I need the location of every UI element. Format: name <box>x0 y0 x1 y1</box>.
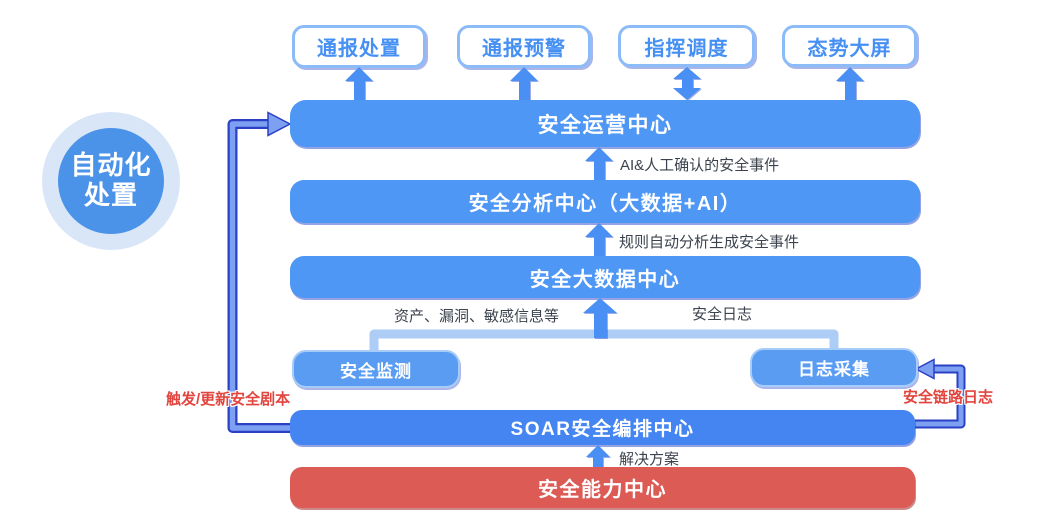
left-pipe-outline <box>227 119 290 433</box>
box-situation-screen: 态势大屏 <box>782 25 917 67</box>
bar-security-analysis-center: 安全分析中心（大数据+AI） <box>290 180 920 223</box>
bar-security-bigdata-center: 安全大数据中心 <box>290 256 920 298</box>
up-arrow-icon <box>510 67 538 100</box>
label-rule-event: 规则自动分析生成安全事件 <box>619 234 800 251</box>
up-arrow-icon <box>586 445 610 468</box>
bar-security-capability-center: 安全能力中心 <box>290 467 915 508</box>
up-arrow-icon <box>585 147 613 180</box>
label-asset-info: 资产、漏洞、敏感信息等 <box>394 308 560 325</box>
badge-line1: 自动化 <box>70 150 152 181</box>
bar-soar-center: SOAR安全编排中心 <box>290 410 915 445</box>
bar-security-operation-center: 安全运营中心 <box>290 100 920 147</box>
up-arrow-icon <box>836 67 864 100</box>
right-pipe-fill <box>915 366 964 427</box>
label-security-log: 安全日志 <box>692 306 753 323</box>
label-trigger-playbook: 触发/更新安全剧本 <box>166 391 291 408</box>
badge-line2: 处置 <box>83 180 138 210</box>
left-arrowhead-icon <box>914 358 935 380</box>
box-log-collect: 日志采集 <box>750 348 918 387</box>
box-notify-warn: 通报预警 <box>457 25 591 68</box>
double-arrow-icon <box>673 67 701 100</box>
label-solution: 解决方案 <box>619 451 680 468</box>
automation-badge: 自动化 处置 <box>42 112 180 250</box>
box-notify-handle: 通报处置 <box>292 25 426 68</box>
box-command-dispatch: 指挥调度 <box>618 25 755 67</box>
automation-badge-inner: 自动化 处置 <box>58 128 164 234</box>
box-security-monitor: 安全监测 <box>292 350 460 388</box>
right-arrowhead-icon <box>267 111 292 137</box>
left-pipe-fill <box>229 121 290 431</box>
label-link-log: 安全链路日志 <box>903 389 994 406</box>
label-ai-event: AI&人工确认的安全事件 <box>620 157 780 174</box>
up-arrow-icon <box>345 67 373 100</box>
up-arrow-icon <box>585 223 613 257</box>
up-arrow-icon <box>583 298 617 338</box>
